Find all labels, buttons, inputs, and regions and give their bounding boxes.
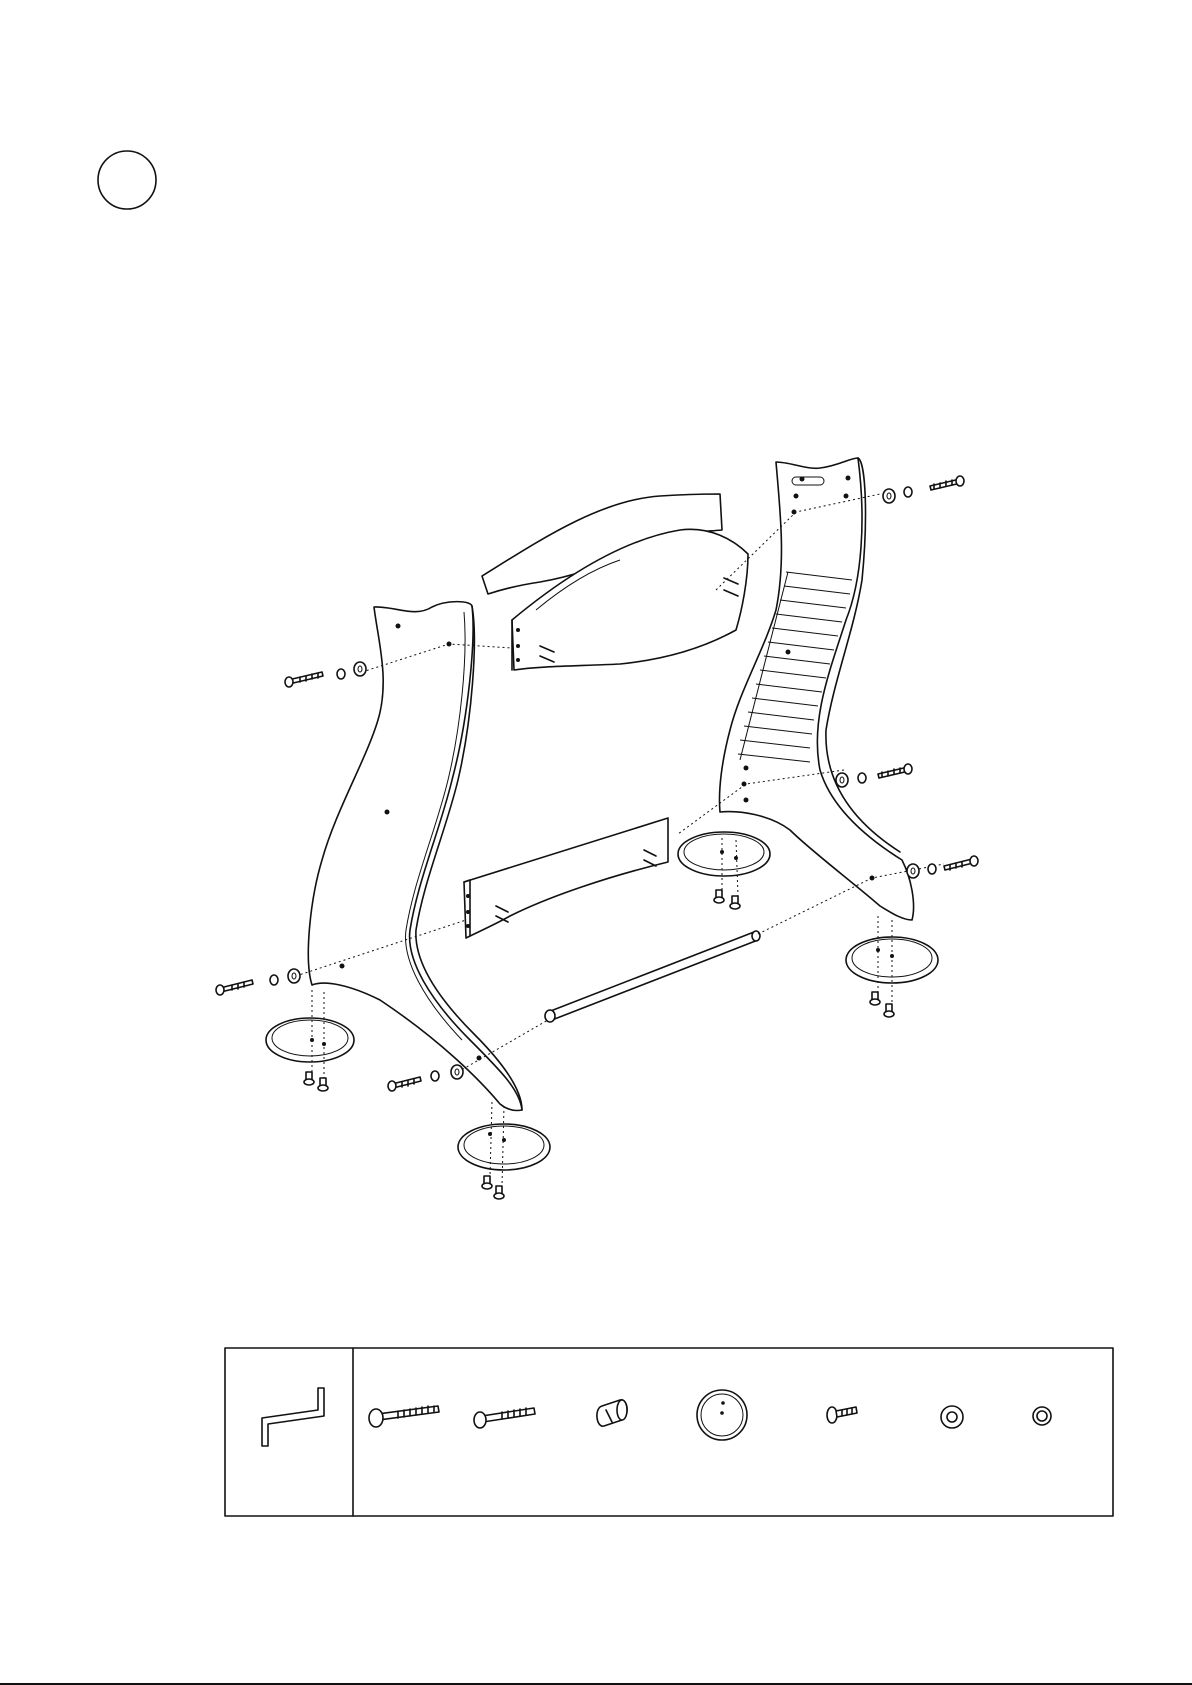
bolt-right-middle [836, 764, 912, 787]
bolt-left-upper [285, 662, 366, 687]
stretcher-rod [545, 931, 760, 1022]
bolt-left-lower [216, 969, 300, 995]
foot-disc-left-front [458, 1124, 550, 1170]
bolt-right-top [883, 476, 964, 503]
bolt-right-lower [907, 856, 978, 878]
small-screw-icon [827, 1407, 857, 1423]
long-bolt-icon [369, 1406, 439, 1427]
barrel-nut-icon [597, 1400, 627, 1426]
foot-disc-icon [697, 1390, 747, 1440]
foot-disc-left-back [266, 1018, 354, 1062]
short-bolt-icon [474, 1408, 535, 1428]
bolt-front-lower [388, 1065, 463, 1091]
back-rail [482, 494, 748, 670]
hardware-panel [225, 1348, 1113, 1516]
foot-disc-right-back [678, 832, 770, 876]
step-badge [98, 151, 156, 209]
hex-key-icon [262, 1388, 324, 1446]
flat-washer-icon [941, 1406, 963, 1428]
lower-rail [464, 818, 668, 938]
spring-washer-icon [1033, 1407, 1051, 1425]
